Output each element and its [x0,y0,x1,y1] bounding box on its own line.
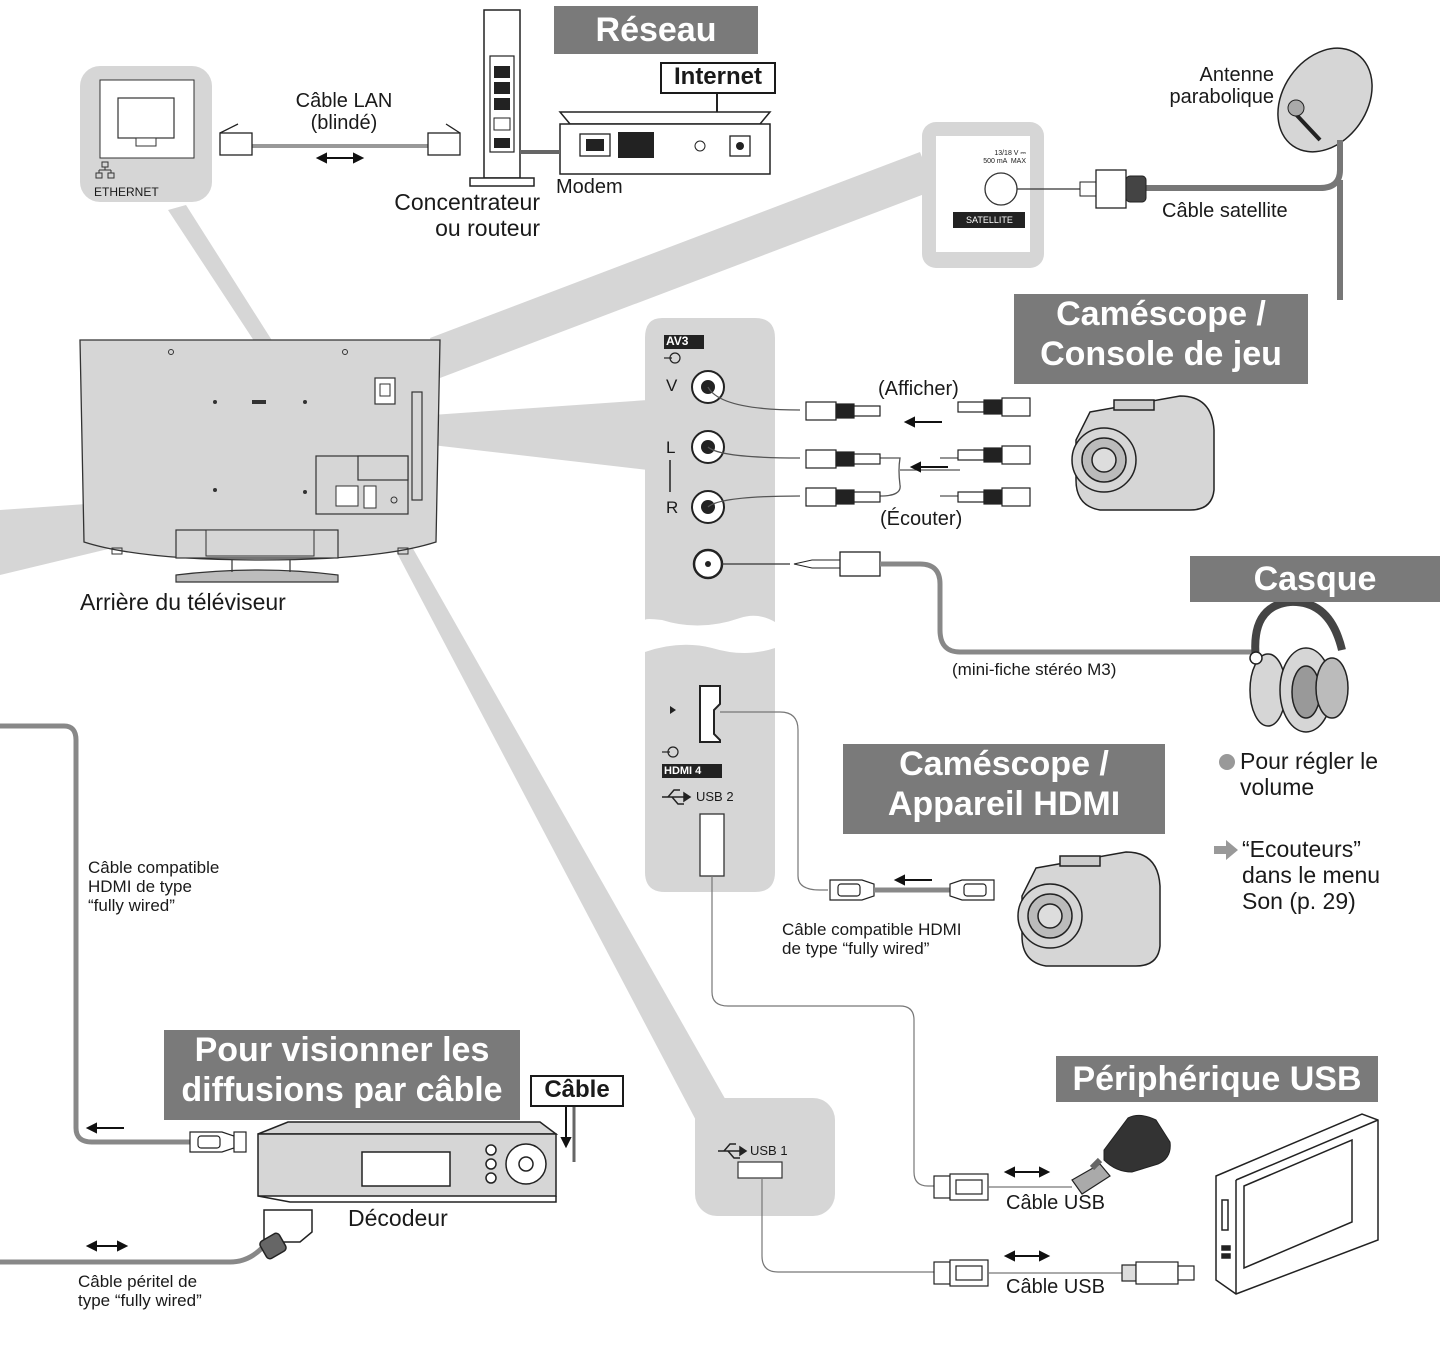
usb2-label: USB 2 [696,789,734,804]
satellite-port-label: SATELLITE [966,215,1013,225]
box-cable: Câble [530,1075,624,1107]
usb1-port [737,1161,783,1179]
rca-plugs [805,397,1031,507]
av3-beam [432,400,648,470]
f-connector [1079,169,1147,209]
usb-plugs [933,1163,1195,1287]
l-label: L [666,438,676,457]
network-icon [95,161,115,179]
banner-network: Réseau [554,6,758,54]
satellite-port-badge [953,212,1025,228]
decoder-label: Décodeur [348,1205,448,1231]
listen-label: (Écouter) [880,508,963,530]
hub-router-label: Concentrateur ou routeur [394,189,540,241]
satellite-cable-line [1140,140,1343,191]
satellite-rating-label: 13/18 V ⎓ 500 mA MAX [983,150,1026,165]
usb-cable-label-2: Câble USB [1006,1276,1105,1298]
usb1-label: USB 1 [750,1143,788,1158]
tv-rear-label: Arrière du téléviseur [80,589,286,615]
box-internet: Internet [660,62,776,94]
hdmi4-port [662,685,722,778]
ethernet-label: ETHERNET [94,185,159,199]
headphones-icon [1249,597,1349,733]
scart-cable-line [0,1246,264,1265]
banner-cable-broadcast: Pour visionner les diffusions par câble [164,1030,520,1120]
hdmi-cable-left-label: Câble compatible HDMI de type “fully wir… [88,858,220,916]
banner-usb-device: Périphérique USB [1056,1056,1378,1102]
satellite-beam [430,152,935,378]
usb1-beam [368,494,736,1128]
modem [558,111,772,175]
r-label: R [666,498,679,517]
callout-beams [0,152,935,1128]
mini-plug-label: (mini-fiche stéréo M3) [952,660,1117,679]
hdmi-plugs [829,879,995,901]
banner-headphones: Casque [1190,556,1440,602]
hdmi-arrow [893,874,932,886]
hdmi4-label: HDMI 4 [664,765,702,777]
satellite-dish [1277,47,1373,300]
satellite-connector [984,172,1018,206]
decoder-box [257,1121,559,1203]
camcorder-hdmi [1017,851,1161,967]
arrow-right-icon [1214,840,1238,860]
scart-cable-label: Câble péritel de type “fully wired” [78,1272,202,1311]
satellite-cable-label: Câble satellite [1162,200,1288,222]
bullet-icon [1219,754,1235,770]
ethernet-jack [117,97,175,139]
scart-plug [259,1209,313,1260]
usb-two-way-arrows [1003,1166,1051,1262]
banner-camcorder-console: Caméscope / Console de jeu [1014,294,1308,384]
usb-hard-drive [1215,1113,1379,1295]
volume-reference-text: “Ecouteurs” dans le menu Son (p. 29) [1242,836,1381,914]
usb1-panel [695,1098,835,1216]
av3-label: AV3 [666,334,689,348]
usb-cable-label-1: Câble USB [1006,1192,1105,1214]
lan-cable-label: Câble LAN (blindé) [295,90,393,135]
dish-label: Antenne parabolique [1169,64,1274,109]
v-label: V [666,376,678,395]
banner-camcorder-hdmi: Caméscope / Appareil HDMI [843,744,1165,834]
decoder-arrows [85,1104,572,1252]
lan-two-way-arrow [315,152,365,164]
left-hdmi-cable [0,723,190,1145]
camcorder-av [1071,395,1215,511]
mini-plug [722,551,881,577]
av-cables [707,386,960,508]
lan-cable [219,123,461,156]
input-arrow-icon [662,352,681,758]
tv-rear [79,339,441,583]
usb-icon [662,789,748,1159]
decoder-hdmi-plug [189,1131,247,1153]
modem-label: Modem [556,176,623,198]
volume-bullet-text: Pour régler le volume [1240,748,1379,800]
usb2-port [699,813,725,877]
usb-card-reader [1089,1114,1171,1173]
av-direction-arrows [903,416,948,473]
av3-panel [645,318,775,626]
display-label: (Afficher) [878,378,959,400]
router [469,9,535,187]
hdmi-usb-cables [711,711,934,1273]
hdmi-cable-right-label: Câble compatible HDMI de type “fully wir… [782,920,962,959]
headphone-cable [880,561,1252,655]
